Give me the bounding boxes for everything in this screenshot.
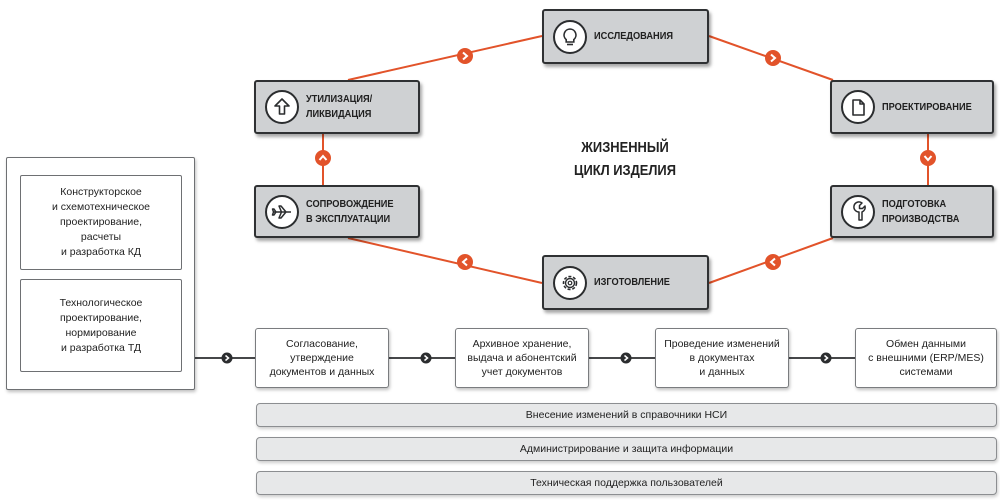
process-data-exchange: Обмен данными с внешними (ERP/MES) систе… (855, 328, 997, 388)
arrow-marker-left (457, 254, 473, 270)
process-approval: Согласование, утверждение документов и д… (255, 328, 389, 388)
gear-icon (553, 265, 587, 300)
arrow-marker-right (457, 48, 473, 64)
stage-label: ИЗГОТОВЛЕНИЕ (594, 276, 670, 288)
lifecycle-title: ЖИЗНЕННЫЙ ЦИКЛ ИЗДЕЛИЯ (574, 139, 676, 179)
stage-manufacturing: ИЗГОТОВЛЕНИЕ (542, 255, 709, 310)
cycle-arrow-markers (315, 48, 936, 270)
stage-research: ИССЛЕДОВАНИЯ (542, 9, 709, 64)
wrench-icon (841, 194, 875, 229)
flow-arrow-marker (620, 352, 632, 364)
process-changes: Проведение изменений в документах и данн… (655, 328, 789, 388)
stage-label: УТИЛИЗАЦИЯ/ ЛИКВИДАЦИЯ (306, 93, 373, 120)
process-flow (195, 352, 856, 364)
bar-administration: Администрирование и защита информации (256, 437, 997, 461)
design-docs-box: Конструкторское и схемотехническое проек… (20, 175, 182, 270)
stage-support: СОПРОВОЖДЕНИЕ В ЭКСПЛУАТАЦИИ (254, 185, 420, 238)
flow-arrow-marker (820, 352, 832, 364)
recycle-arrow-icon (265, 90, 299, 124)
stage-design: ПРОЕКТИРОВАНИЕ (830, 80, 994, 134)
arrow-marker-up (315, 150, 331, 166)
technology-docs-box: Технологическое проектирование, нормиров… (20, 279, 182, 372)
arrow-marker-left (765, 254, 781, 270)
airplane-icon (265, 194, 299, 229)
process-archive: Архивное хранение, выдача и абонентский … (455, 328, 589, 388)
stage-label: ПОДГОТОВКА ПРОИЗВОДСТВА (882, 197, 960, 225)
stage-label: ПРОЕКТИРОВАНИЕ (882, 100, 972, 113)
arrow-marker-right (765, 50, 781, 66)
process-label: Согласование, утверждение документов и д… (269, 338, 375, 378)
design-tools-panel: Конструкторское и схемотехническое проек… (6, 157, 195, 390)
stage-label: СОПРОВОЖДЕНИЕ В ЭКСПЛУАТАЦИИ (306, 197, 394, 225)
flow-arrow-marker (221, 352, 233, 364)
bar-reference-data: Внесение изменений в справочники НСИ (256, 403, 997, 427)
arrow-marker-down (920, 150, 936, 166)
flow-arrow-marker (420, 352, 432, 364)
process-label: Проведение изменений в документах и данн… (664, 338, 780, 378)
lightbulb-icon (553, 19, 587, 54)
stage-disposal: УТИЛИЗАЦИЯ/ ЛИКВИДАЦИЯ (254, 80, 420, 134)
document-icon (841, 90, 875, 124)
process-label: Архивное хранение, выдача и абонентский … (467, 338, 577, 378)
process-label: Обмен данными с внешними (ERP/MES) систе… (868, 338, 984, 378)
bar-user-support: Техническая поддержка пользователей (256, 471, 997, 495)
stage-preparation: ПОДГОТОВКА ПРОИЗВОДСТВА (830, 185, 994, 238)
stage-label: ИССЛЕДОВАНИЯ (594, 30, 674, 42)
